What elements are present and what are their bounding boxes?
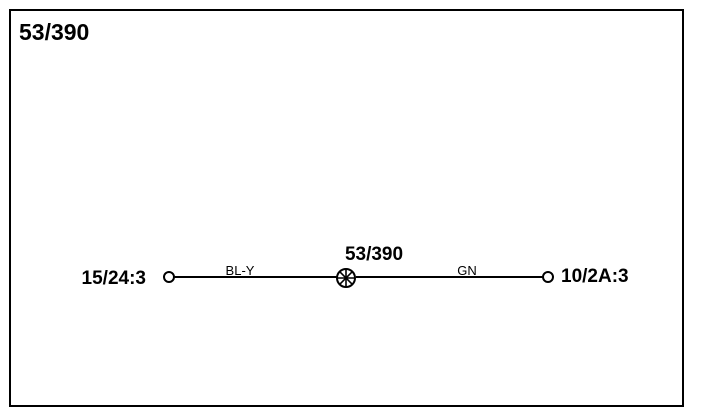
diagram-frame (9, 9, 684, 407)
wire-right-color-label: GN (457, 263, 477, 278)
left-terminal-label: 15/24:3 (82, 268, 146, 289)
diagram-title: 53/390 (19, 19, 89, 45)
wire-left-color-label: BL-Y (226, 263, 255, 278)
right-terminal-label: 10/2A:3 (561, 266, 629, 287)
splice-label: 53/390 (345, 244, 403, 265)
left-terminal-icon (163, 271, 175, 283)
splice-icon (336, 268, 356, 288)
right-terminal-icon (542, 271, 554, 283)
